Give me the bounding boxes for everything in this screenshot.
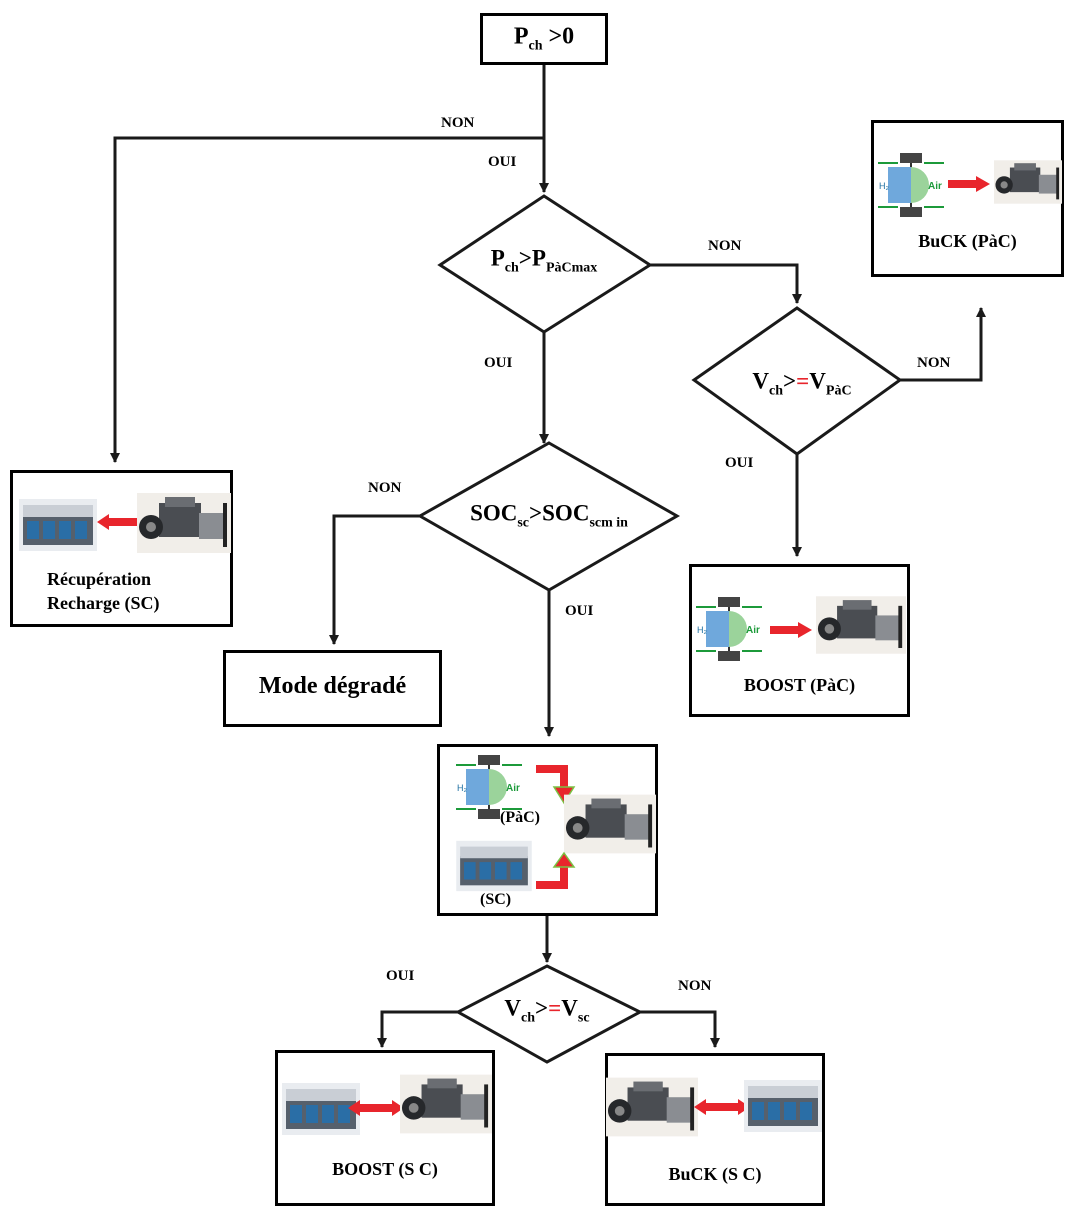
red-arrow-right-icon	[948, 176, 990, 192]
engine-image	[816, 596, 906, 654]
decision-pch-gt-pmax	[437, 194, 653, 334]
boost-pac-caption: BOOST (PàC)	[743, 675, 856, 695]
label-non-d4: NON	[678, 978, 712, 994]
decision-vch-ge-vpac-text: Vch>=VPàC	[752, 368, 852, 399]
combined-mode-box: H₂ Air (PàC) (SC)	[437, 744, 658, 916]
start-box: Pch >0	[480, 13, 608, 65]
svg-text:Air: Air	[746, 625, 760, 636]
fuel-cell-icon: H₂ Air	[696, 597, 762, 661]
red-arrow-left-icon	[97, 514, 137, 530]
engine-image	[994, 160, 1062, 204]
supercapacitor-image	[19, 499, 97, 551]
edge-d4-non	[640, 1010, 720, 1048]
svg-text:Air: Air	[506, 783, 520, 794]
engine-image	[137, 493, 231, 553]
decision-vch-ge-vsc-text: Vch>=Vsc	[504, 995, 590, 1026]
svg-text:H₂: H₂	[457, 783, 467, 793]
supercapacitor-image	[456, 840, 532, 892]
buck-pac-box: H₂ Air BuCK (PàC)	[871, 120, 1064, 277]
buck-sc-box: BuCK (S C)	[605, 1053, 825, 1206]
supercapacitor-image	[282, 1083, 360, 1135]
edge-non-left	[110, 136, 544, 463]
recuperation-caption-2: Recharge (SC)	[47, 593, 160, 613]
label-non-d2: NON	[917, 355, 951, 371]
label-non-d3: NON	[368, 480, 402, 496]
engine-image	[606, 1077, 698, 1137]
svg-text:H₂: H₂	[879, 181, 889, 191]
boost-sc-caption: BOOST (S C)	[332, 1159, 438, 1179]
edge-d4-oui	[377, 1010, 458, 1048]
red-arrow-right-icon	[770, 622, 812, 638]
fuel-cell-icon: H₂ Air	[456, 755, 522, 819]
supercapacitor-image	[744, 1080, 822, 1132]
boost-sc-box: BOOST (S C)	[275, 1050, 495, 1206]
red-double-arrow-icon	[694, 1099, 750, 1115]
label-oui-d3: OUI	[565, 603, 594, 619]
svg-text:Air: Air	[928, 181, 942, 192]
decision-soc	[416, 441, 681, 592]
recuperation-caption-1: Récupération	[47, 569, 151, 589]
fuel-cell-icon: H₂ Air	[878, 153, 944, 217]
edge-d1-non	[650, 263, 802, 304]
label-oui-top: OUI	[488, 154, 517, 170]
start-condition: Pch >0	[513, 23, 575, 54]
engine-image	[564, 794, 656, 854]
label-non-d1: NON	[708, 238, 742, 254]
recuperation-box: Récupération Recharge (SC)	[10, 470, 233, 627]
label-non-top: NON	[441, 115, 475, 131]
svg-text:H₂: H₂	[697, 625, 707, 635]
buck-pac-caption: BuCK (PàC)	[918, 231, 1017, 251]
engine-image	[400, 1074, 492, 1134]
red-double-arrow-icon	[348, 1100, 404, 1116]
decision-vch-ge-vsc	[454, 964, 644, 1064]
mode-degrade-label: Mode dégradé	[258, 673, 407, 699]
decision-vch-ge-vpac	[691, 306, 903, 456]
label-oui-d4: OUI	[386, 968, 415, 984]
mode-degrade-box: Mode dégradé	[223, 650, 442, 727]
edge-d2-non	[900, 307, 986, 382]
boost-pac-box: H₂ Air BOOST (PàC)	[689, 564, 910, 717]
decision-pch-gt-pmax-text: Pch>PPàCmax	[490, 245, 598, 276]
red-bent-arrow-up-icon	[536, 851, 576, 889]
label-oui-d2: OUI	[725, 455, 754, 471]
edge-d3-non	[329, 514, 420, 645]
label-oui-d1: OUI	[484, 355, 513, 371]
buck-sc-caption: BuCK (S C)	[668, 1164, 762, 1184]
decision-soc-text: SOCsc>SOCscm in	[470, 500, 628, 531]
combo-pac-label: (PàC)	[500, 809, 540, 826]
combo-sc-label: (SC)	[480, 891, 512, 908]
